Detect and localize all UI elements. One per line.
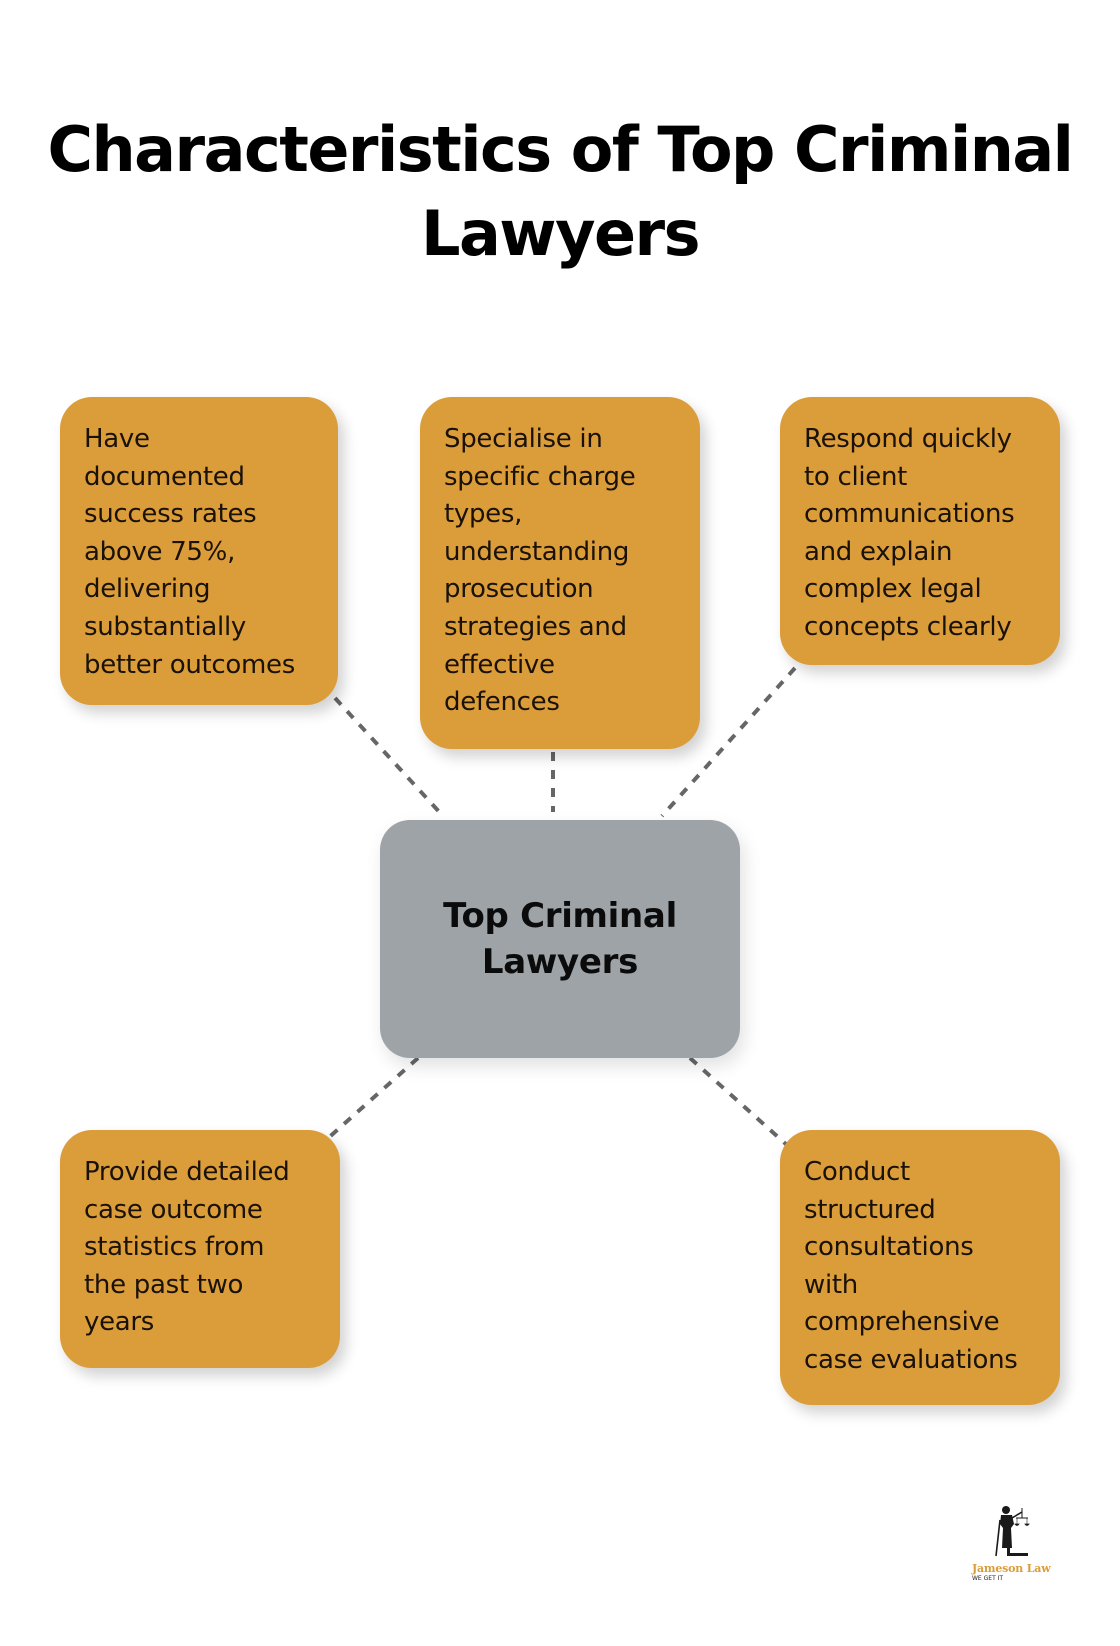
node-bottom-right: Conduct structured consultations with co…	[780, 1130, 1060, 1405]
node-top-left: Have documented success rates above 75%,…	[60, 397, 338, 705]
logo-tagline: WE GET IT	[972, 1575, 1004, 1582]
node-text: Respond quickly to client communications…	[804, 424, 1015, 642]
lady-justice-icon	[995, 1506, 1030, 1557]
node-text: Specialise in specific charge types, und…	[444, 424, 636, 718]
connector-bottom-left	[324, 1056, 420, 1142]
logo-brand-name: Jameson Law	[972, 1562, 1051, 1575]
page-title: Characteristics of Top Criminal Lawyers	[47, 113, 1074, 270]
center-node: Top Criminal Lawyers	[380, 820, 740, 1058]
connector-top-left	[333, 696, 445, 818]
center-node-label: Top Criminal Lawyers	[443, 896, 677, 982]
brand-logo: Jameson Law WE GET IT	[968, 1500, 1058, 1590]
node-text: Conduct structured consultations with co…	[804, 1157, 1018, 1375]
node-top-right: Respond quickly to client communications…	[780, 397, 1060, 665]
connector-top-right	[660, 666, 797, 818]
node-top-center: Specialise in specific charge types, und…	[420, 397, 700, 749]
node-bottom-left: Provide detailed case outcome statistics…	[60, 1130, 340, 1368]
node-text: Have documented success rates above 75%,…	[84, 424, 295, 680]
node-text: Provide detailed case outcome statistics…	[84, 1157, 290, 1338]
connector-bottom-right	[688, 1056, 790, 1148]
